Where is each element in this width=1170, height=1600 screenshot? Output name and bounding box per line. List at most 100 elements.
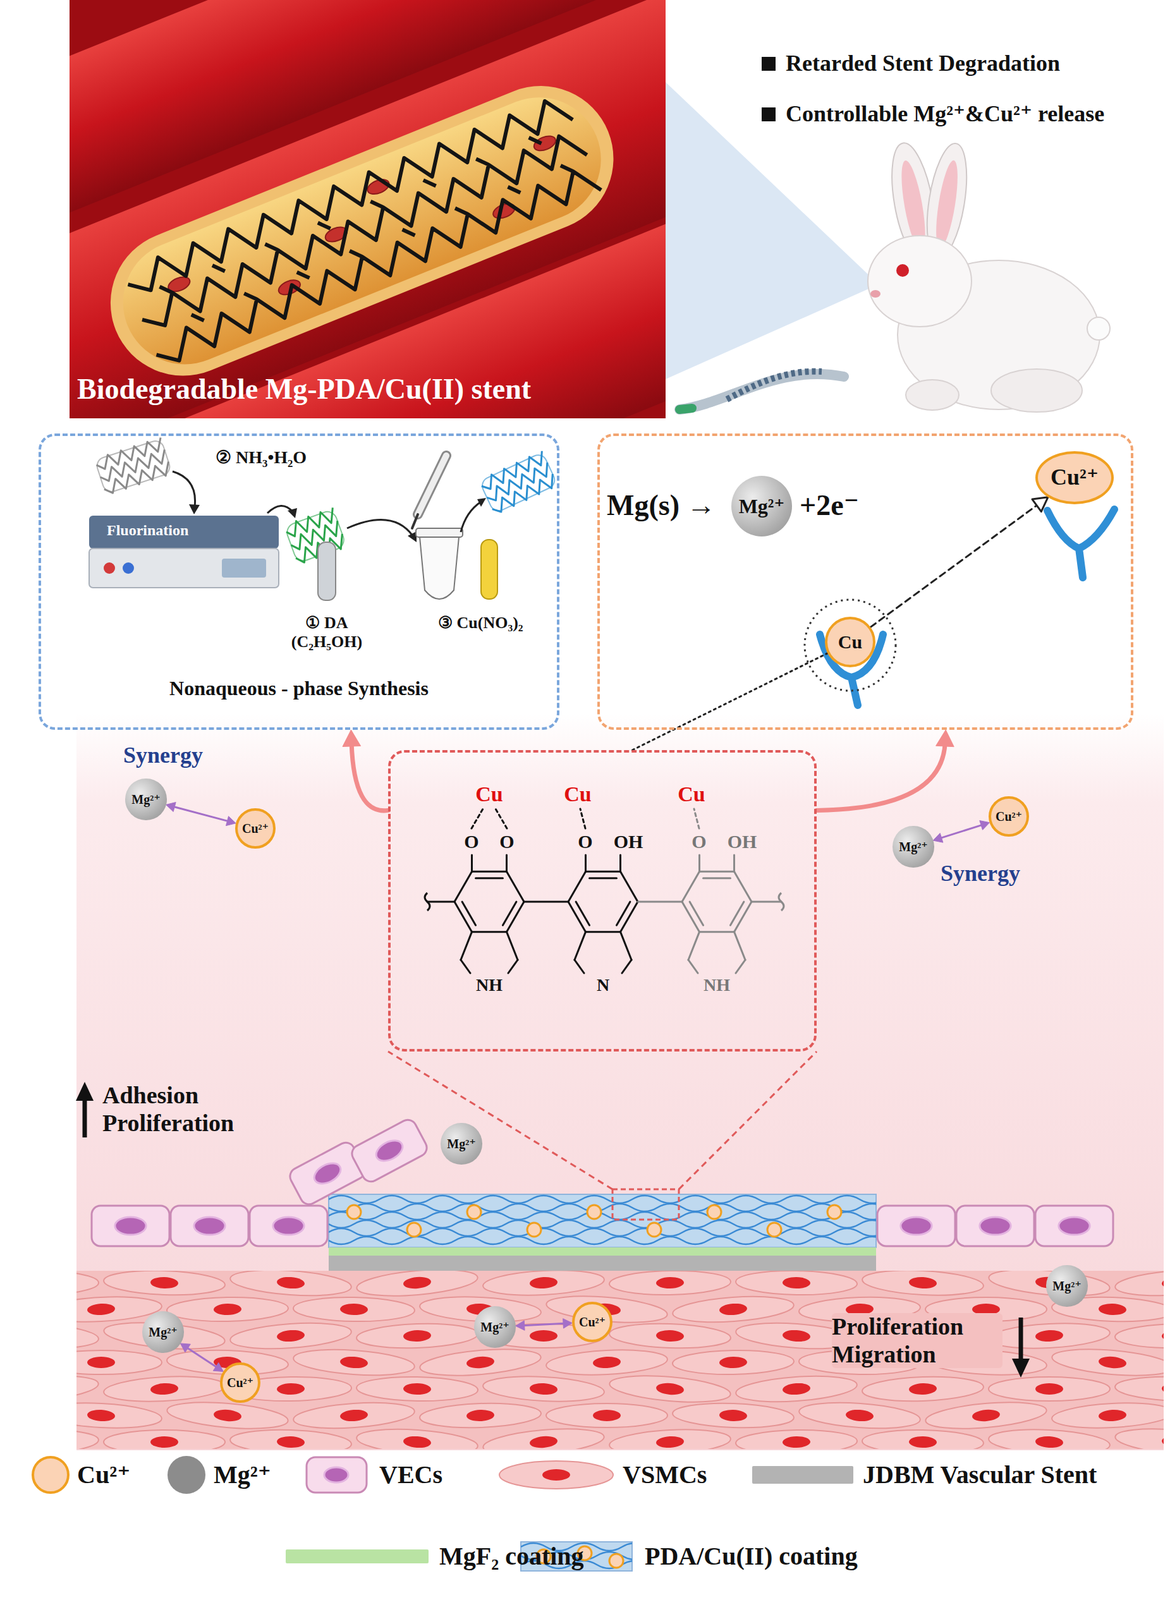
cell-body [956, 1206, 1035, 1247]
smooth-muscle-cell [1115, 1322, 1164, 1349]
smooth-muscle-cell [419, 1345, 543, 1381]
smooth-muscle-cell [166, 1398, 290, 1434]
structure-label: Cu [677, 781, 705, 807]
mg-ion: Mg²⁺ [892, 826, 934, 868]
copper-dot [647, 1223, 662, 1238]
bond [616, 901, 630, 926]
cell-nucleus [719, 1357, 748, 1370]
ion-label: Mg²⁺ [480, 1320, 509, 1335]
smooth-muscle-cell [229, 1428, 352, 1450]
cell-nucleus [719, 1409, 748, 1423]
structure-label: O [691, 831, 707, 854]
cell-nucleus [403, 1329, 432, 1343]
cu-ion: Cu²⁺ [235, 808, 276, 849]
smooth-muscle-cell [608, 1372, 732, 1408]
cell-nucleus [908, 1276, 938, 1290]
smooth-muscle-cell [356, 1376, 479, 1402]
synthesis-panel: ② NH₃•H₂OFluorination① DA (C₂H₅OH)③ Cu(N… [38, 433, 560, 731]
smooth-muscle-cell [671, 1401, 794, 1431]
connector-line [351, 743, 389, 811]
structure-label: O [463, 831, 479, 854]
cell-body [166, 1398, 290, 1434]
cell-body [1114, 1425, 1164, 1450]
connector [166, 802, 236, 827]
smooth-muscle-cell [608, 1427, 732, 1450]
blood-cell [491, 201, 518, 222]
cell-nucleus [1058, 1217, 1090, 1236]
smooth-muscle-cell [76, 1400, 163, 1432]
bond [524, 901, 569, 904]
bond [730, 901, 744, 926]
cell-body [735, 1429, 858, 1450]
arrow-head [515, 1321, 525, 1331]
polymer-chain [328, 1195, 877, 1204]
feature-note: Controllable Mg²⁺&Cu²⁺ release [785, 101, 1105, 128]
mg-ion: Mg²⁺ [1046, 1265, 1088, 1307]
smooth-muscle-cell [735, 1429, 858, 1450]
ion-label: Cu²⁺ [242, 821, 269, 837]
cell-body [355, 1322, 478, 1351]
bond [619, 855, 622, 872]
connector [180, 1343, 224, 1373]
cell-nucleus [115, 1217, 147, 1236]
cell-body [166, 1296, 289, 1323]
bond [734, 932, 746, 961]
connector-line [186, 1347, 218, 1368]
stent-mesh [479, 451, 559, 516]
cell-body [608, 1322, 731, 1351]
cell-nucleus [592, 1356, 622, 1370]
smooth-muscle-cell [987, 1427, 1111, 1450]
connector [342, 730, 389, 811]
arrow-head [979, 821, 990, 831]
smooth-muscle-cell [229, 1271, 353, 1300]
connector [932, 821, 990, 844]
structure-label: +2e⁻ [799, 489, 860, 523]
cell-body [1051, 1345, 1164, 1381]
cell-body [419, 1401, 542, 1431]
bullet [761, 107, 776, 122]
cell-body [355, 1271, 480, 1301]
cell-nucleus [372, 1136, 406, 1165]
bond [475, 877, 504, 880]
bond [733, 855, 736, 872]
cell-body [546, 1403, 668, 1428]
smooth-muscle-cell [103, 1271, 226, 1298]
ion-label: Mg²⁺ [898, 840, 928, 855]
legend-text: Mg²⁺ [213, 1460, 272, 1490]
smooth-muscle-cell [355, 1271, 480, 1301]
catheter [679, 371, 844, 410]
increase-arrow [82, 1099, 88, 1138]
legend-swatch [752, 1466, 854, 1485]
cell-nucleus [718, 1302, 748, 1317]
bond [694, 809, 700, 829]
bond [689, 901, 703, 926]
smooth-muscle-cell [482, 1425, 606, 1450]
bond [734, 871, 753, 902]
bond [495, 809, 507, 829]
smooth-muscle-cell [166, 1296, 289, 1323]
bond [699, 931, 735, 933]
ion-label: Mg²⁺ [148, 1325, 177, 1341]
ion-label: Cu [838, 631, 863, 654]
cell-nucleus [273, 1217, 305, 1236]
synergy-label: Synergy [940, 860, 1021, 887]
smooth-muscle-cell [76, 1350, 162, 1375]
zoom-line [388, 1051, 613, 1190]
copper-dot [609, 1554, 624, 1569]
blood-cell [531, 133, 558, 154]
ion-label: Mg²⁺ [131, 792, 160, 808]
zoom-wedge [665, 82, 879, 380]
connector-line [939, 824, 983, 839]
bond [506, 901, 525, 933]
ion-label: Cu²⁺ [578, 1315, 606, 1330]
copper-dot [527, 1223, 542, 1238]
cell-nucleus [782, 1277, 811, 1290]
structure-panel: CuCuCuOOOOHOOHNHNNH [388, 750, 817, 1052]
connector-line [870, 503, 1039, 628]
arrow-head [932, 833, 944, 844]
cell-body [355, 1425, 479, 1450]
cell-nucleus [655, 1382, 684, 1397]
reaction-art [804, 509, 1115, 706]
smooth-muscle-cell [76, 1321, 100, 1352]
connector [632, 653, 828, 751]
